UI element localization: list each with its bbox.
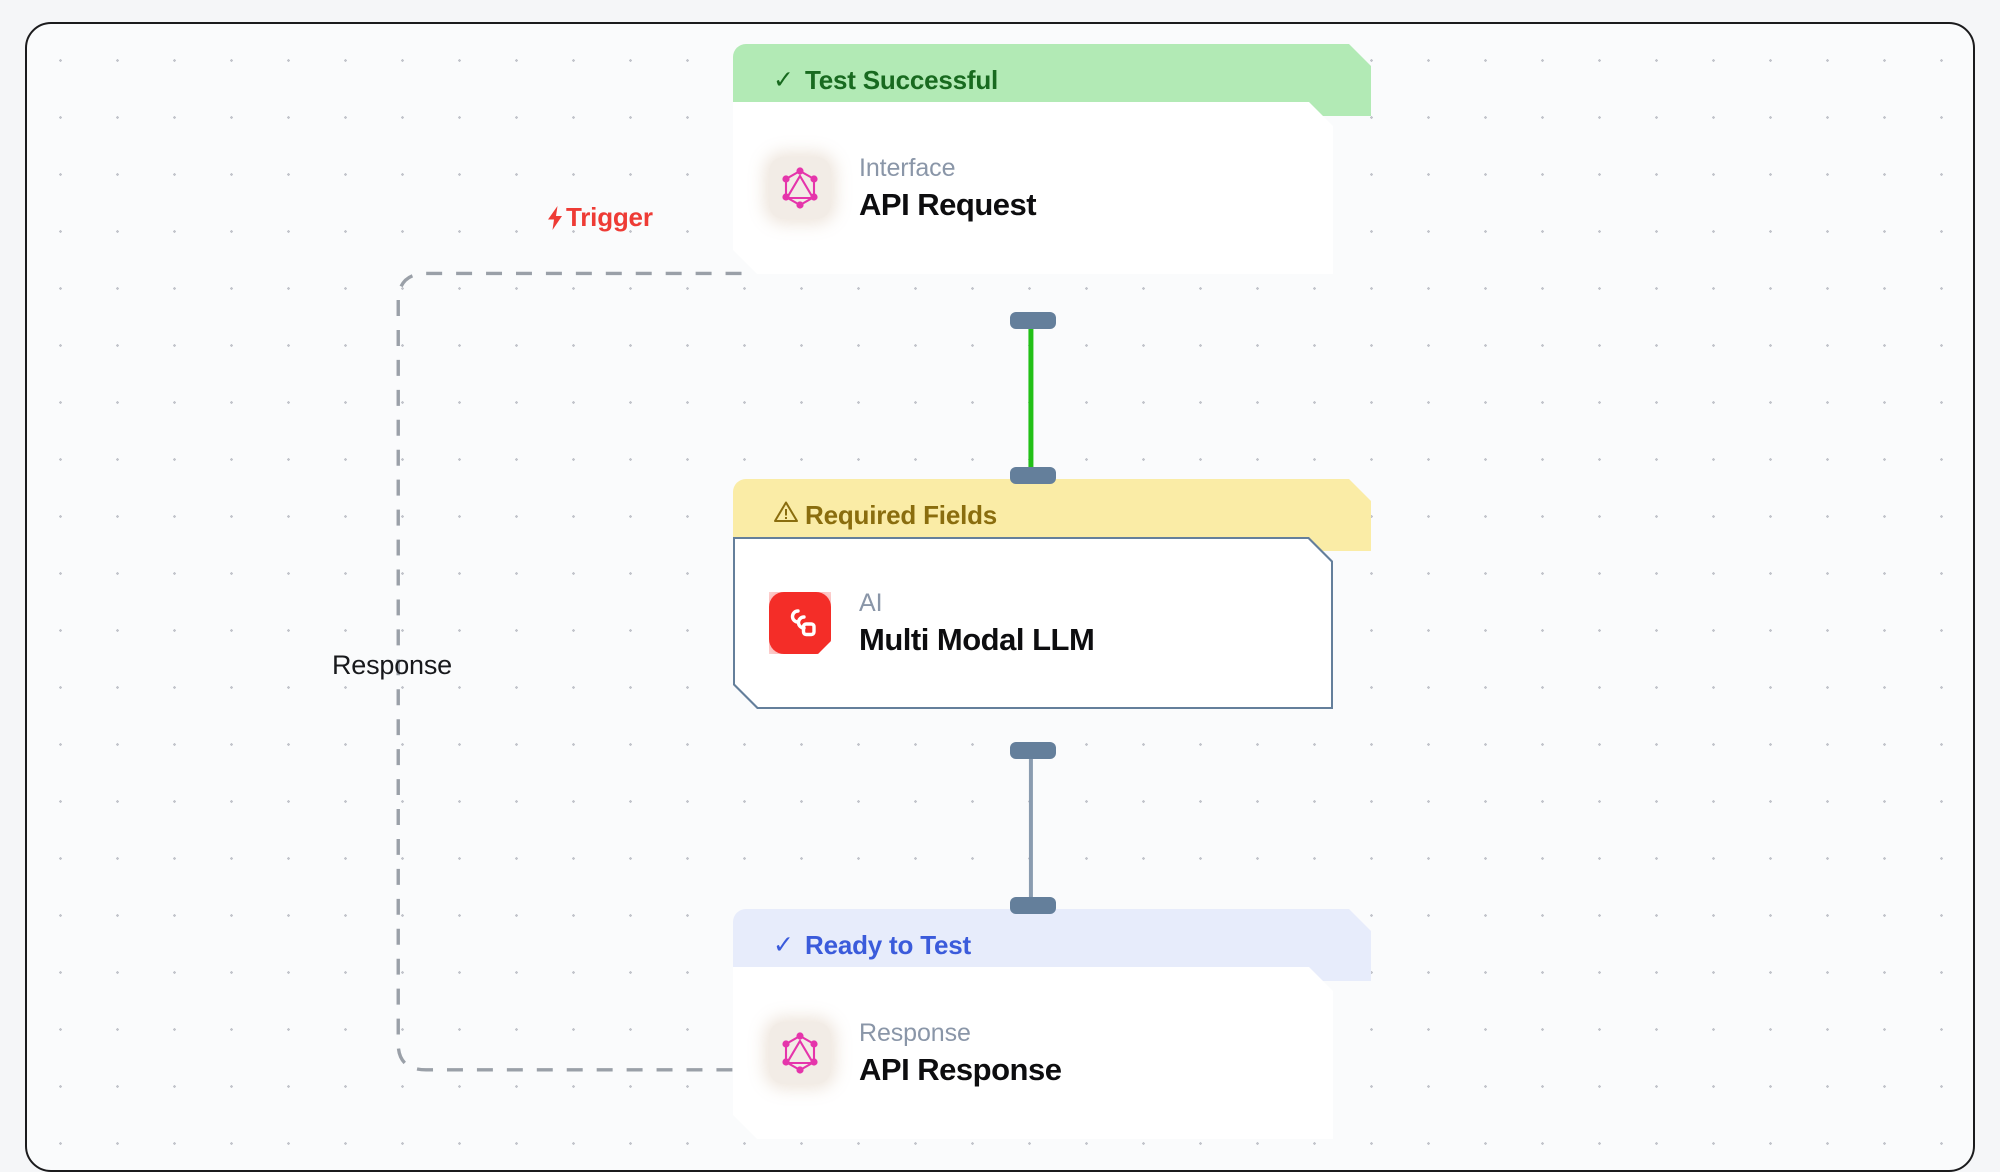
status-badge-label: Required Fields: [805, 499, 998, 530]
workflow-canvas[interactable]: Trigger Response ✓ Test Successful: [25, 22, 1975, 1172]
node-api-request[interactable]: ✓ Test Successful: [733, 44, 1333, 274]
trigger-edge-label-text: Trigger: [566, 202, 653, 232]
node-body-fill: [735, 539, 1331, 707]
response-edge-label: Response: [332, 650, 452, 680]
port-llm-input[interactable]: [1010, 467, 1056, 484]
port-api-request-output[interactable]: [1010, 312, 1056, 329]
node-title-label: API Request: [859, 186, 1037, 222]
node-body-api-response[interactable]: Response API Response: [733, 967, 1333, 1139]
node-text-multi-modal-llm: AI Multi Modal LLM: [859, 589, 1094, 658]
node-kind-label: AI: [859, 588, 883, 617]
port-api-response-input[interactable]: [1010, 897, 1056, 914]
node-title-label: API Response: [859, 1051, 1062, 1087]
status-badge-label: Test Successful: [805, 64, 999, 95]
node-body-multi-modal-llm[interactable]: AI Multi Modal LLM: [733, 537, 1333, 709]
lightning-bolt-icon: [545, 205, 565, 231]
check-icon: ✓: [773, 931, 794, 959]
port-llm-output[interactable]: [1010, 742, 1056, 759]
node-title-label: Multi Modal LLM: [859, 621, 1095, 657]
graphql-icon: [769, 157, 831, 219]
warning-triangle-icon: [773, 500, 805, 531]
graphql-icon: [769, 1022, 831, 1084]
trigger-edge-label: Trigger: [545, 202, 653, 233]
status-badge-label: Ready to Test: [805, 929, 971, 960]
node-kind-label: Interface: [859, 153, 956, 182]
node-body-api-request[interactable]: Interface API Request: [733, 102, 1333, 274]
node-kind-label: Response: [859, 1018, 971, 1047]
node-multi-modal-llm[interactable]: Required Fields AI Multi Modal LLM: [733, 479, 1333, 709]
ai-model-icon: [769, 592, 831, 654]
node-text-api-response: Response API Response: [859, 1019, 1061, 1088]
check-icon: ✓: [773, 66, 794, 94]
node-api-response[interactable]: ✓ Ready to Test: [733, 909, 1333, 1139]
node-text-api-request: Interface API Request: [859, 154, 1036, 223]
